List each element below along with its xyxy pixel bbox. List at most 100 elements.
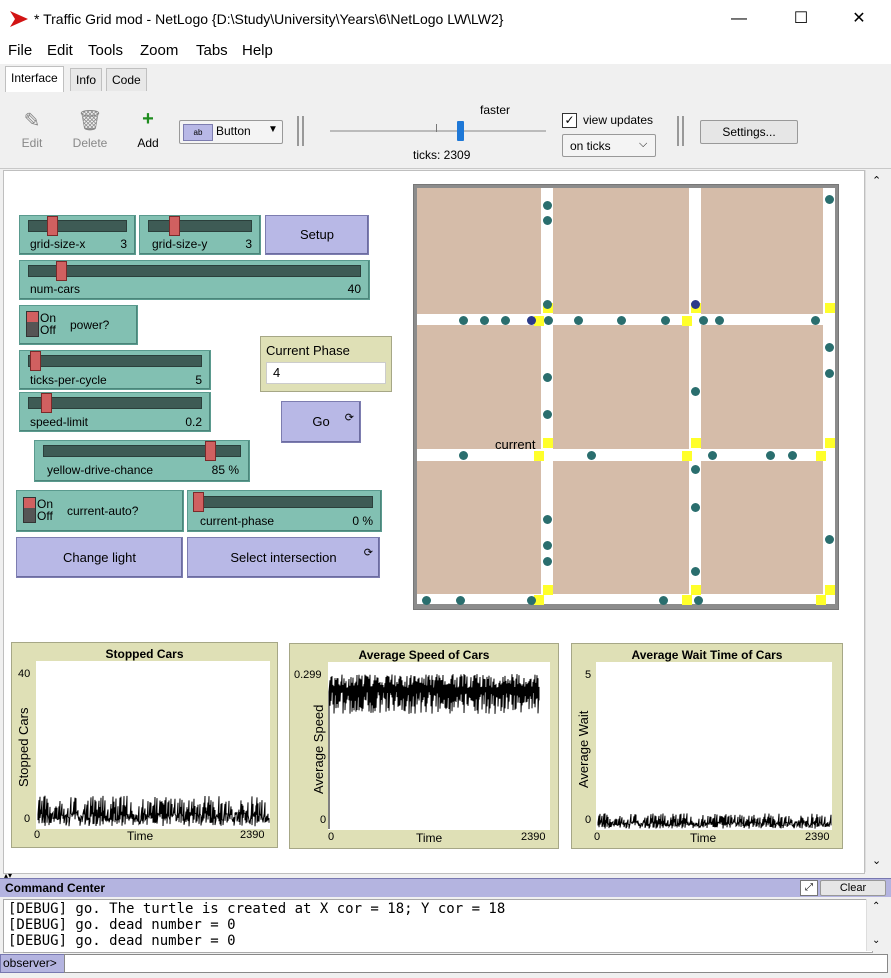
edit-tool-label: Edit <box>21 136 43 150</box>
current-auto-switch[interactable]: On Off current-auto? <box>16 490 184 532</box>
ticks-counter: ticks: 2309 <box>413 148 471 162</box>
speed-limit-slider[interactable]: speed-limit 0.2 <box>19 392 211 432</box>
edit-tool-button[interactable]: ✎ Edit <box>10 108 54 150</box>
yellow-drive-chance-slider[interactable]: yellow-drive-chance 85 % <box>34 440 250 482</box>
command-input[interactable] <box>64 954 888 973</box>
y-min-tick: 0 <box>320 814 327 826</box>
scroll-down-icon[interactable]: ⌄ <box>872 935 881 946</box>
num-cars-slider[interactable]: num-cars 40 <box>19 260 370 300</box>
toolbar-separator-2 <box>677 116 684 146</box>
current-intersection-label: current <box>495 437 536 452</box>
scroll-down-icon[interactable]: ⌄ <box>872 855 882 867</box>
grid-size-y-slider[interactable]: grid-size-y 3 <box>139 215 261 255</box>
chevron-down-icon: ⌵ <box>639 138 648 150</box>
average-wait-plot: Average Wait Time of Cars Average Wait 5… <box>571 643 843 849</box>
select-intersection-label: Select intersection <box>230 550 337 565</box>
tab-bar: Interface Info Code <box>0 64 891 93</box>
menu-edit[interactable]: Edit <box>47 42 73 59</box>
x-max-tick: 2390 <box>805 831 830 843</box>
speed-slider-track[interactable] <box>330 130 546 132</box>
slider-knob[interactable] <box>30 351 41 371</box>
menu-zoom[interactable]: Zoom <box>140 42 179 59</box>
tab-info[interactable]: Info <box>70 68 103 91</box>
menu-tools[interactable]: Tools <box>88 42 124 59</box>
dropdown-arrow-icon: ▼ <box>268 124 278 135</box>
menu-file[interactable]: File <box>8 42 33 59</box>
settings-button[interactable]: Settings... <box>700 120 798 144</box>
slider-knob[interactable] <box>169 216 180 236</box>
slider-label: num-cars <box>30 282 81 296</box>
x-axis-label: Time <box>127 829 154 843</box>
x-max-tick: 2390 <box>521 831 546 843</box>
slider-knob[interactable] <box>193 492 204 512</box>
slider-label: ticks-per-cycle <box>30 373 107 387</box>
y-axis-label: Average Wait <box>576 710 591 788</box>
plot-area <box>36 661 270 829</box>
scroll-up-icon[interactable]: ⌃ <box>872 175 882 187</box>
tab-code[interactable]: Code <box>106 68 147 91</box>
widget-type-select[interactable]: ab Button ▼ <box>179 120 283 144</box>
view-updates-label: view updates <box>583 113 654 127</box>
ticks-per-cycle-slider[interactable]: ticks-per-cycle 5 <box>19 350 211 390</box>
forever-icon: ⟳ <box>344 412 354 424</box>
vertical-scrollbar[interactable]: ⌃ ⌄ <box>865 170 888 872</box>
power-switch[interactable]: On Off power? <box>19 305 138 345</box>
slider-value: 3 <box>245 237 252 251</box>
x-axis-label: Time <box>416 831 443 845</box>
delete-tool-button[interactable]: 🗑 Delete <box>68 108 112 150</box>
y-min-tick: 0 <box>585 814 592 826</box>
agent-selector[interactable]: observer> <box>0 954 66 973</box>
speed-slider-knob[interactable] <box>456 121 464 141</box>
pencil-icon: ✎ <box>23 110 41 132</box>
go-button-label: Go <box>312 414 330 429</box>
toolbar-separator <box>297 116 304 146</box>
splitter-arrows-icon[interactable]: ▴▾ <box>4 871 13 880</box>
x-min-tick: 0 <box>328 831 335 843</box>
menu-bar: File Edit Tools Zoom Tabs Help <box>0 38 891 64</box>
output-scrollbar[interactable]: ⌃ ⌄ <box>866 899 887 951</box>
x-min-tick: 0 <box>594 831 601 843</box>
close-button[interactable]: ✕ <box>852 10 866 27</box>
clear-button[interactable]: Clear <box>820 880 886 896</box>
change-light-button[interactable]: Change light <box>16 537 183 578</box>
button-widget-icon: ab <box>183 124 213 141</box>
title-bar: * Traffic Grid mod - NetLogo {D:\Study\U… <box>0 0 891 38</box>
slider-knob[interactable] <box>205 441 216 461</box>
slider-knob[interactable] <box>41 393 52 413</box>
menu-tabs[interactable]: Tabs <box>196 42 228 59</box>
add-tool-button[interactable]: + Add <box>126 108 170 150</box>
grid-size-x-slider[interactable]: grid-size-x 3 <box>19 215 136 255</box>
current-phase-slider[interactable]: current-phase 0 % <box>187 490 382 532</box>
tab-interface[interactable]: Interface <box>5 66 64 92</box>
plot-area <box>328 662 550 830</box>
y-max-tick: 0.299 <box>294 669 322 681</box>
y-min-tick: 0 <box>24 813 31 825</box>
slider-knob[interactable] <box>56 261 67 281</box>
command-center-title: Command Center <box>5 881 106 895</box>
slider-value: 0.2 <box>185 415 202 429</box>
slider-value: 40 <box>347 282 361 296</box>
plot-series-line <box>37 795 270 827</box>
slider-knob[interactable] <box>47 216 58 236</box>
toolbar: ✎ Edit 🗑 Delete + Add ab Button ▼ faster… <box>0 92 891 169</box>
minimize-button[interactable]: — <box>731 10 747 27</box>
forever-icon: ⟳ <box>363 547 373 559</box>
select-intersection-button[interactable]: Select intersection ⟳ <box>187 537 380 578</box>
switch-on-label: On <box>40 311 57 325</box>
add-tool-label: Add <box>137 136 159 150</box>
maximize-button[interactable]: ☐ <box>793 10 809 27</box>
world-view[interactable]: current <box>413 184 839 610</box>
view-updates-checkbox[interactable]: ✓ <box>562 113 577 128</box>
y-axis-label: Average Speed <box>311 704 326 794</box>
scroll-up-icon[interactable]: ⌃ <box>872 901 881 912</box>
speed-label: faster <box>480 103 511 117</box>
expand-icon[interactable]: ⤢ <box>800 880 818 896</box>
y-axis-label: Stopped Cars <box>16 707 31 788</box>
go-button[interactable]: Go ⟳ <box>281 401 361 443</box>
menu-help[interactable]: Help <box>242 42 273 59</box>
switch-off-label: Off <box>40 323 56 337</box>
delete-tool-label: Delete <box>72 136 108 150</box>
setup-button[interactable]: Setup <box>265 215 369 255</box>
update-mode-select[interactable]: on ticks ⌵ <box>562 134 656 157</box>
plot-title: Average Speed of Cars <box>358 648 490 662</box>
